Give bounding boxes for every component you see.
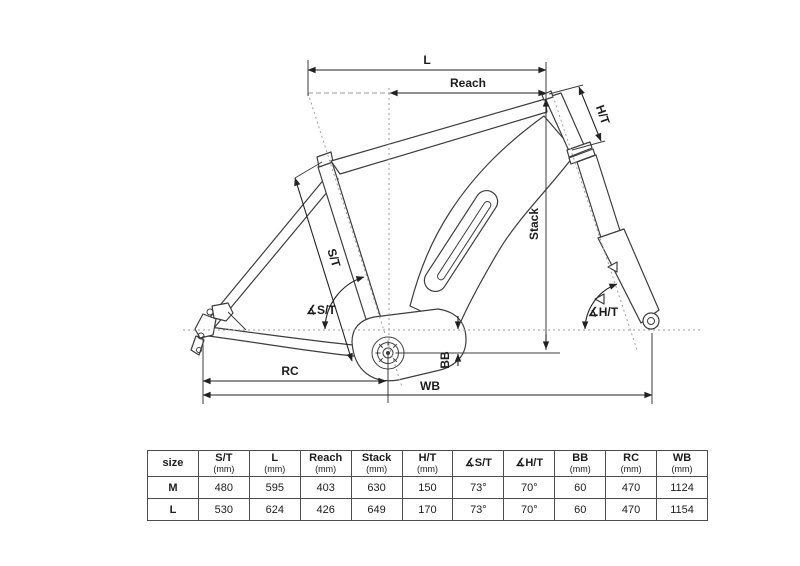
cell-l-size: L <box>147 498 199 521</box>
dim-ht <box>578 86 602 142</box>
col-header-ht: H/T(mm) <box>401 450 454 477</box>
cell-m-bb: 60 <box>554 476 607 499</box>
label-wb: WB <box>420 379 440 393</box>
down-tube <box>409 115 577 329</box>
col-header-angle-ht: ∡H/T <box>503 450 556 477</box>
chain-stay <box>207 326 365 358</box>
cell-l-angle-ht: 70° <box>503 498 556 521</box>
col-header-stack: Stack(mm) <box>350 450 403 477</box>
front-dropout <box>642 312 660 330</box>
rear-dropout <box>190 302 247 356</box>
label-angle-st: ∡S/T <box>306 303 336 317</box>
label-stack: Stack <box>527 208 541 240</box>
cell-l-l: 624 <box>248 498 301 521</box>
label-l: L <box>423 53 430 67</box>
dim-angle-ht-arc <box>581 283 618 330</box>
cell-m-ht: 150 <box>401 476 454 499</box>
cell-l-st: 530 <box>197 498 250 521</box>
col-header-reach: Reach(mm) <box>299 450 352 477</box>
table-header-row: size S/T(mm) L(mm) Reach(mm) Stack(mm) H… <box>147 450 708 477</box>
label-reach: Reach <box>450 76 486 90</box>
col-header-rc: RC(mm) <box>605 450 658 477</box>
cell-l-bb: 60 <box>554 498 607 521</box>
cell-m-st: 480 <box>197 476 250 499</box>
col-header-l: L(mm) <box>248 450 301 477</box>
bike-geometry-diagram: L Reach H/T Stack S/T ∡S/T ∡H/T BB RC WB <box>183 53 700 404</box>
construction-lines <box>183 88 700 388</box>
cell-l-stack: 649 <box>350 498 403 521</box>
cell-l-rc: 470 <box>605 498 658 521</box>
label-ht: H/T <box>593 103 613 127</box>
cell-l-reach: 426 <box>299 498 352 521</box>
cell-m-stack: 630 <box>350 476 403 499</box>
geometry-table: size S/T(mm) L(mm) Reach(mm) Stack(mm) H… <box>147 450 708 521</box>
cell-m-rc: 470 <box>605 476 658 499</box>
cell-m-reach: 403 <box>299 476 352 499</box>
seat-tube-axis <box>307 92 403 388</box>
dim-st <box>294 177 353 362</box>
top-tube <box>330 98 548 175</box>
frame-drawing <box>190 90 660 382</box>
dimension-labels: L Reach H/T Stack S/T ∡S/T ∡H/T BB RC WB <box>281 53 618 393</box>
label-angle-ht: ∡H/T <box>588 305 619 319</box>
label-rc: RC <box>281 364 299 378</box>
fork <box>566 141 660 330</box>
cell-l-wb: 1154 <box>656 498 708 521</box>
col-header-st: S/T(mm) <box>197 450 250 477</box>
table-row-size-l: L 530 624 426 649 170 73° 70° 60 470 115… <box>147 498 708 521</box>
battery <box>423 189 499 293</box>
cell-m-angle-st: 73° <box>452 476 505 499</box>
col-header-bb: BB(mm) <box>554 450 607 477</box>
cell-l-angle-st: 73° <box>452 498 505 521</box>
cell-l-ht: 170 <box>401 498 454 521</box>
fork-lower-leg <box>597 228 660 324</box>
col-header-size: size <box>147 450 199 477</box>
cell-m-angle-ht: 70° <box>503 476 556 499</box>
col-header-angle-st: ∡S/T <box>452 450 505 477</box>
dimension-lines <box>202 60 653 404</box>
fork-tab <box>607 261 618 273</box>
label-bb: BB <box>438 351 452 369</box>
cell-m-wb: 1124 <box>656 476 708 499</box>
dim-angle-st-arc <box>321 276 365 330</box>
cell-m-l: 595 <box>248 476 301 499</box>
table-row-size-m: M 480 595 403 630 150 73° 70° 60 470 112… <box>147 476 708 499</box>
cell-m-size: M <box>147 476 199 499</box>
label-st: S/T <box>324 247 343 270</box>
col-header-wb: WB(mm) <box>656 450 708 477</box>
fork-upper-leg <box>576 154 623 245</box>
motor-unit <box>351 308 467 382</box>
